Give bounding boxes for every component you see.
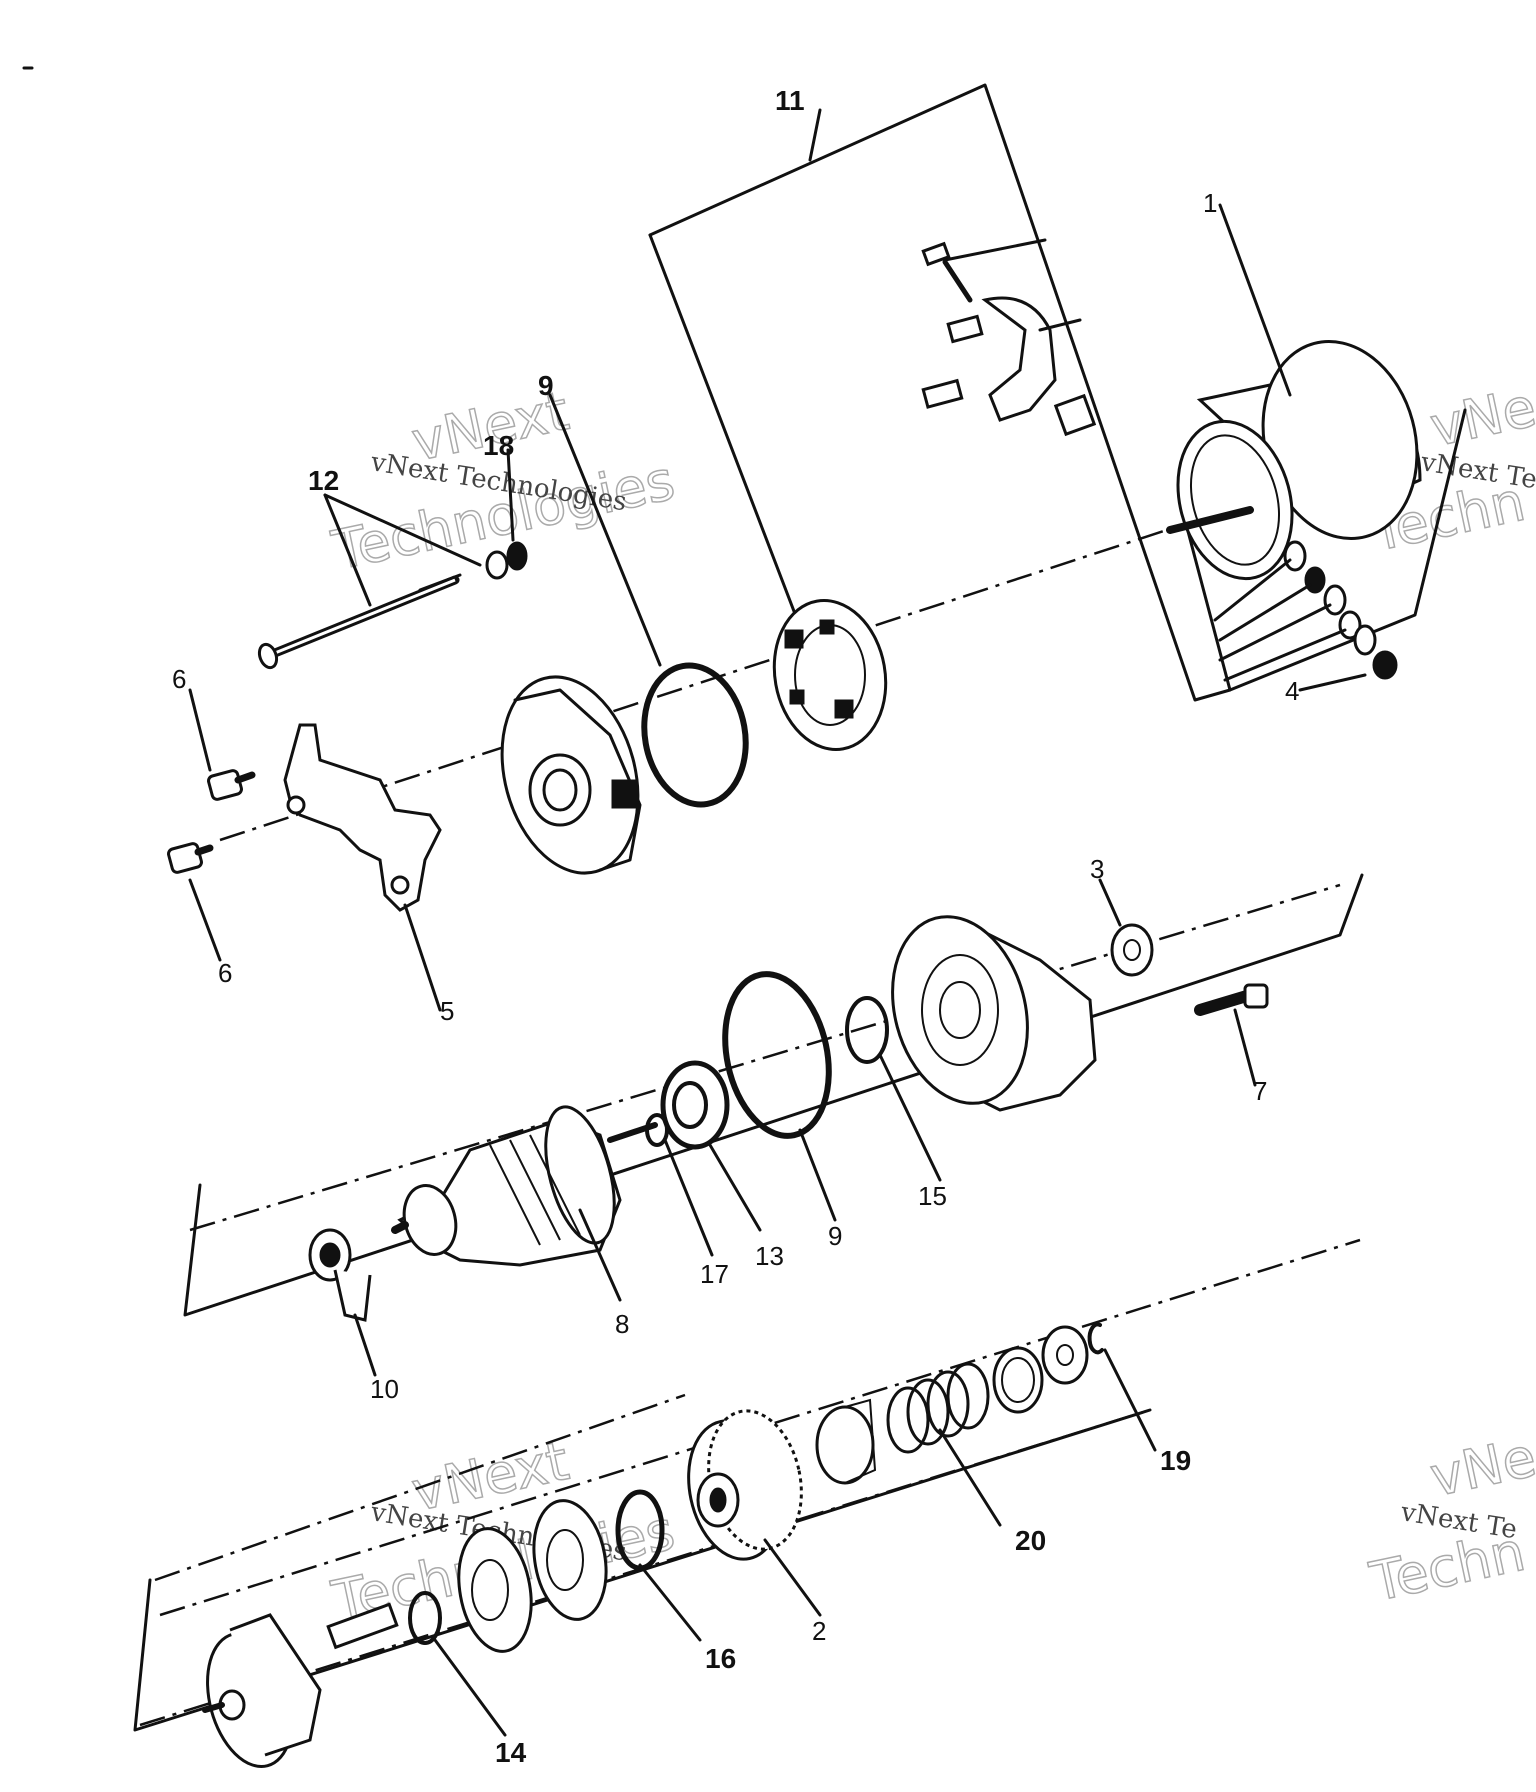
bracket-5-hole-2 [390, 875, 410, 895]
callout-3: 3 [1090, 854, 1104, 884]
stop-washer [1041, 1325, 1089, 1385]
axis-line-top [219, 468, 1351, 842]
bolt-7 [1194, 983, 1269, 1016]
callout-12: 12 [308, 465, 339, 496]
commutator-end-frame [500, 675, 642, 875]
callout-6-lower: 6 [218, 958, 232, 988]
callout-5: 5 [440, 996, 454, 1026]
leader-lines [188, 108, 1367, 1737]
watermark-4-big-top: vNe [1425, 1425, 1536, 1509]
watermark-4: vNe Techn [1364, 1425, 1536, 1615]
watermark-2-big-top: vNe [1425, 375, 1536, 459]
yoke-housing-1 [1166, 339, 1422, 581]
o-ring-15 [845, 996, 889, 1064]
callout-14: 14 [495, 1737, 527, 1768]
callout-20: 20 [1015, 1525, 1046, 1556]
callout-9-top: 9 [538, 370, 554, 401]
callout-4: 4 [1285, 676, 1299, 706]
callout-11: 11 [775, 85, 805, 116]
callout-7: 7 [1253, 1076, 1267, 1106]
callout-8: 8 [615, 1309, 629, 1339]
planetary-gear-2 [687, 1409, 803, 1561]
clutch-plate [532, 1499, 608, 1621]
callout-19: 19 [1160, 1445, 1191, 1476]
bracket-11-leader [648, 233, 807, 642]
group-bracket-1-4 [1183, 408, 1467, 692]
callout-18: 18 [483, 430, 514, 461]
callout-1: 1 [1203, 188, 1217, 218]
bushing-10 [308, 1228, 372, 1322]
bearing-13 [660, 1060, 730, 1150]
plate-washer [457, 1527, 533, 1653]
axis-line-bottom-2 [159, 1238, 1361, 1617]
o-ring-16 [615, 1489, 665, 1571]
bracket-bottom-dash [154, 1393, 686, 1582]
clip-19 [1087, 1322, 1104, 1355]
spring-20 [886, 1362, 990, 1454]
drive-housing [891, 915, 1097, 1112]
bracket-5 [283, 723, 442, 912]
washer-3 [1110, 923, 1154, 977]
group-bracket-11 [648, 83, 1232, 702]
sleeve [815, 1398, 877, 1485]
armature-8 [391, 1105, 658, 1267]
callout-17: 17 [700, 1259, 729, 1289]
retaining-ring-14 [408, 1591, 442, 1645]
terminal-hardware-4 [1213, 540, 1398, 682]
brush-spring-set [921, 238, 1097, 437]
callout-15: 15 [918, 1181, 947, 1211]
callout-6-upper: 6 [172, 664, 186, 694]
o-ring-9-middle [722, 971, 832, 1139]
callout-2: 2 [812, 1616, 826, 1646]
washer-18 [485, 541, 528, 580]
o-ring-9-top [641, 662, 749, 808]
callout-10: 10 [370, 1374, 399, 1404]
brush-holder-11 [772, 599, 888, 751]
callout-13: 13 [755, 1241, 784, 1271]
axis-line-middle [189, 883, 1341, 1232]
bracket-5-hole [286, 795, 306, 815]
through-bolt-12 [257, 573, 462, 670]
callout-16: 16 [705, 1643, 736, 1674]
bolt-6-upper [207, 769, 256, 801]
retainer-cup [992, 1346, 1044, 1414]
callout-9-middle: 9 [828, 1221, 842, 1251]
bolt-6-lower [167, 842, 214, 874]
pinion-shaft [202, 1602, 399, 1768]
